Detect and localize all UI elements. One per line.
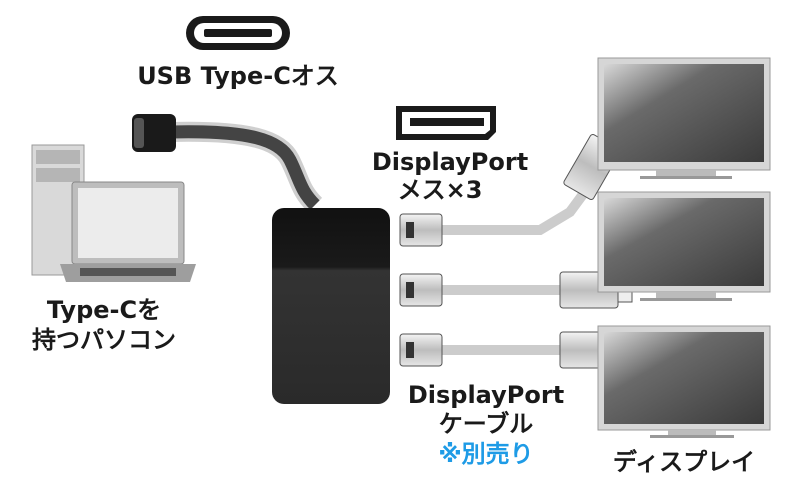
monitor — [597, 57, 771, 179]
usb-c-cable — [132, 114, 323, 213]
cable-label-line2: ケーブル — [438, 410, 534, 438]
cable-label-line1: DisplayPort — [407, 381, 565, 409]
usb-plug-label: USB Type-Cオス — [137, 62, 339, 90]
usb-c-connector-icon — [186, 16, 290, 50]
monitor — [597, 325, 771, 438]
monitor — [597, 191, 771, 301]
computer-illustration — [31, 144, 196, 282]
dp-port-label: DisplayPort — [371, 148, 529, 176]
pc-label-line1: Type-Cを — [46, 296, 162, 324]
pc-label-line2: 持つパソコン — [32, 326, 176, 354]
displayport-connector-icon — [396, 106, 496, 140]
display-monitors — [597, 57, 771, 438]
display-label: ディスプレイ — [612, 448, 756, 476]
dp-port-count-label: メス×3 — [397, 176, 483, 204]
adapter-body — [272, 208, 390, 404]
sold-separately-note: ※別売り — [438, 440, 534, 468]
